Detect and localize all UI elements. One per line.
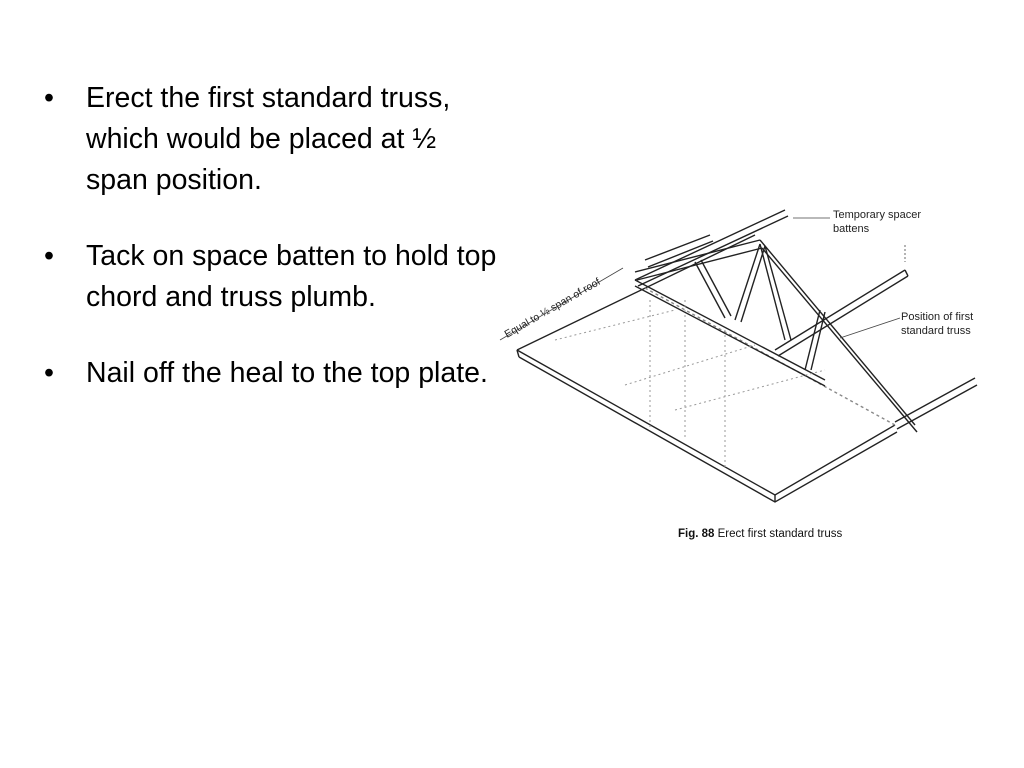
- annotation-leaders: [499, 217, 906, 341]
- bullet-item: • Tack on space batten to hold top chord…: [40, 236, 500, 318]
- spacer-battens-label-line1: Temporary spacer: [833, 209, 921, 221]
- truss-figure: Temporary spacer battens Position of fir…: [495, 200, 995, 550]
- bullet-item: • Nail off the heal to the top plate.: [40, 353, 500, 394]
- caption-text: Erect first standard truss: [717, 528, 843, 540]
- bullet-dot-icon: •: [44, 357, 54, 389]
- bullet-text: Tack on space batten to hold top chord a…: [86, 240, 497, 313]
- span-dimension-label: Equal to ½ span of roof: [503, 276, 603, 341]
- caption-number: Fig. 88: [678, 528, 715, 540]
- truss-line-art: [516, 209, 978, 503]
- first-truss-label-line2: standard truss: [901, 325, 971, 337]
- bullet-text: Erect the first standard truss, which wo…: [86, 82, 451, 196]
- figure-caption: Fig. 88 Erect first standard truss: [678, 528, 842, 540]
- spacer-battens-label-line2: battens: [833, 223, 870, 235]
- bullet-text: Nail off the heal to the top plate.: [86, 357, 488, 389]
- truss-drawing: Temporary spacer battens Position of fir…: [499, 209, 978, 503]
- bullet-list: • Erect the first standard truss, which …: [40, 78, 500, 429]
- bullet-dot-icon: •: [44, 82, 54, 114]
- first-truss-label-line1: Position of first: [901, 311, 973, 323]
- bullet-item: • Erect the first standard truss, which …: [40, 78, 500, 201]
- bullet-dot-icon: •: [44, 240, 54, 272]
